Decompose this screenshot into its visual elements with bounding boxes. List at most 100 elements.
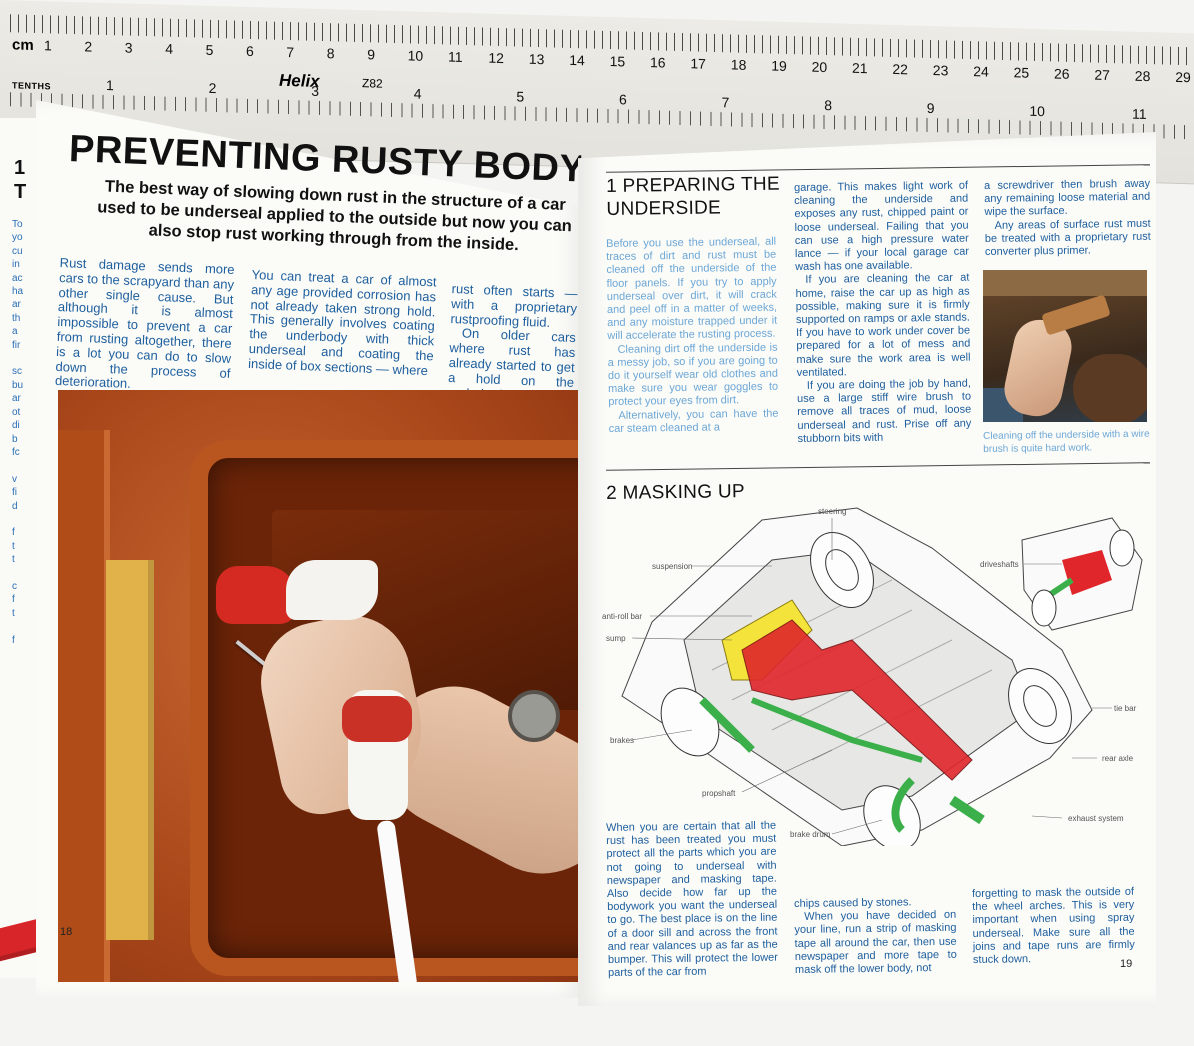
ruler-cm-number: 19 (771, 57, 787, 74)
label-anti-roll-bar: anti-roll bar (602, 612, 642, 621)
ruler-cm-number: 7 (286, 43, 295, 61)
label-brake-drum: brake drum (790, 830, 831, 839)
paragraph: Cleaning dirt off the underside is a mes… (607, 341, 779, 409)
paragraph: If you are cleaning the car at home, rai… (795, 271, 971, 379)
ruler-cm-number: 21 (852, 59, 868, 77)
ruler-tenths-number: 4 (413, 85, 422, 102)
ruler-tenths-number: 6 (619, 91, 627, 108)
paragraph: rust often starts — with a proprietary r… (450, 282, 578, 330)
paragraph: garage. This makes light work of cleanin… (794, 179, 970, 274)
left-column-2: You can treat a car of almost any age pr… (247, 267, 437, 379)
paragraph: Rust damage sends more cars to the scrap… (54, 255, 235, 392)
label-steering: steering (818, 507, 846, 516)
label-sump: sump (606, 634, 626, 643)
spray-nozzle (216, 566, 296, 624)
page-number-right: 19 (1120, 958, 1133, 970)
label-brakes: brakes (610, 736, 634, 745)
left-column-1: Rust damage sends more cars to the scrap… (54, 255, 235, 396)
previous-page-fragment (12, 352, 23, 365)
ruler-tenths-number: 5 (516, 88, 525, 105)
grommet (508, 690, 560, 742)
ruler-cm-number: 27 (1094, 66, 1110, 84)
section-1-column-2: garage. This makes light work of cleanin… (794, 180, 972, 446)
paragraph: You can treat a car of almost any age pr… (247, 267, 437, 378)
ruler-tenths-label: TENTHS (12, 80, 51, 92)
previous-page-heading: 1 T (14, 156, 26, 204)
previous-page-fragment: f (12, 527, 15, 539)
previous-page-fragment: t (12, 540, 15, 552)
ruler-cm-number: 4 (165, 40, 173, 57)
wire-brush (1041, 294, 1111, 336)
spray-grip-band (342, 696, 412, 742)
ruler-cm-number: 29 (1175, 68, 1191, 86)
previous-page-fragment: f (12, 594, 15, 606)
previous-page-fragment: fir (12, 339, 21, 351)
paragraph: Before you use the underseal, all traces… (606, 235, 778, 343)
section-1-title: 1 PREPARING THE UNDERSIDE (606, 173, 781, 220)
previous-page-heading-line: 1 (14, 157, 26, 179)
previous-page-fragment: in (12, 259, 20, 271)
inset-car (1021, 517, 1143, 631)
previous-page-fragment: yo (12, 232, 23, 244)
photo-caption: Cleaning off the underside with a wire b… (983, 428, 1150, 455)
paragraph: a screwdriver then brush away any remain… (984, 177, 1151, 219)
ruler-tenths-number: 9 (926, 99, 935, 117)
previous-page-heading-line: T (14, 181, 27, 203)
ruler-cm-number: 24 (973, 63, 989, 80)
ruler-cm-number: 17 (690, 55, 706, 72)
ruler-cm-ticks (10, 14, 1194, 66)
car-underside (983, 270, 1147, 296)
ruler-cm-number: 3 (124, 39, 133, 56)
previous-page-fragment: f (12, 634, 15, 646)
previous-page-fragment: cu (12, 245, 23, 257)
foam-strip (106, 560, 154, 940)
previous-page-fragment: ha (12, 286, 24, 298)
label-propshaft: propshaft (702, 789, 736, 798)
leader-lines (631, 518, 1112, 835)
ruler-tenths-number: 1 (106, 76, 114, 94)
previous-page-fragment: v (12, 473, 17, 485)
previous-page-fragment: di (12, 420, 20, 432)
ruler-cm-number: 10 (407, 47, 424, 64)
section-1-column-3: a screwdriver then brush away any remain… (984, 178, 1151, 260)
label-rear-axle: rear axle (1102, 754, 1134, 763)
section-2-column-2: chips caused by stones. When you have de… (794, 896, 957, 977)
ruler-cm-number: 26 (1054, 65, 1070, 82)
previous-page-fragment: c (12, 580, 17, 592)
previous-page-fragment: bu (12, 379, 24, 391)
underseal-spray-photo (58, 390, 578, 982)
ruler-cm-number: 15 (609, 53, 626, 70)
ruler-tenths-number: 11 (1132, 105, 1147, 123)
ruler-cm-number: 6 (246, 42, 254, 60)
ruler-cm-number: 12 (488, 49, 504, 67)
previous-page-fragment: ot (12, 406, 21, 418)
ruler-cm-number: 14 (569, 51, 585, 69)
page-number-left: 18 (60, 926, 73, 938)
label-driveshafts: driveshafts (980, 560, 1019, 569)
previous-page-fragment: To (12, 219, 23, 230)
ruler-tenths-number: 8 (824, 97, 832, 114)
ruler-cm-number: 11 (448, 48, 463, 65)
previous-page-fragment: th (12, 312, 21, 324)
paragraph: Any areas of surface rust must be treate… (984, 217, 1151, 259)
section-2-column-1: When you are certain that all the rust h… (606, 820, 778, 981)
ruler-model: Z82 (362, 76, 383, 91)
ruler-cm-number: 8 (326, 45, 335, 62)
previous-page-fragment: fc (12, 446, 20, 458)
hair (1073, 354, 1147, 422)
ruler-tenths-number: 3 (311, 82, 319, 99)
ruler-cm-label: cm (12, 36, 34, 54)
previous-page-fragment: a (12, 326, 18, 338)
previous-page-fragment: t (12, 607, 15, 619)
previous-page-fragment (12, 459, 23, 472)
door-frame-edge (58, 430, 110, 982)
paragraph: If you are doing the job by hand, use a … (796, 377, 972, 445)
ruler-cm-number: 9 (367, 46, 375, 63)
paragraph: When you are certain that all the rust h… (606, 819, 778, 980)
previous-page-fragment (12, 513, 23, 526)
previous-page-fragment: d (12, 500, 18, 512)
ruler-cm-number: 23 (932, 62, 949, 79)
ruler-tenths-number: 7 (721, 94, 730, 111)
previous-page-fragment (12, 567, 23, 580)
hand (999, 315, 1077, 421)
